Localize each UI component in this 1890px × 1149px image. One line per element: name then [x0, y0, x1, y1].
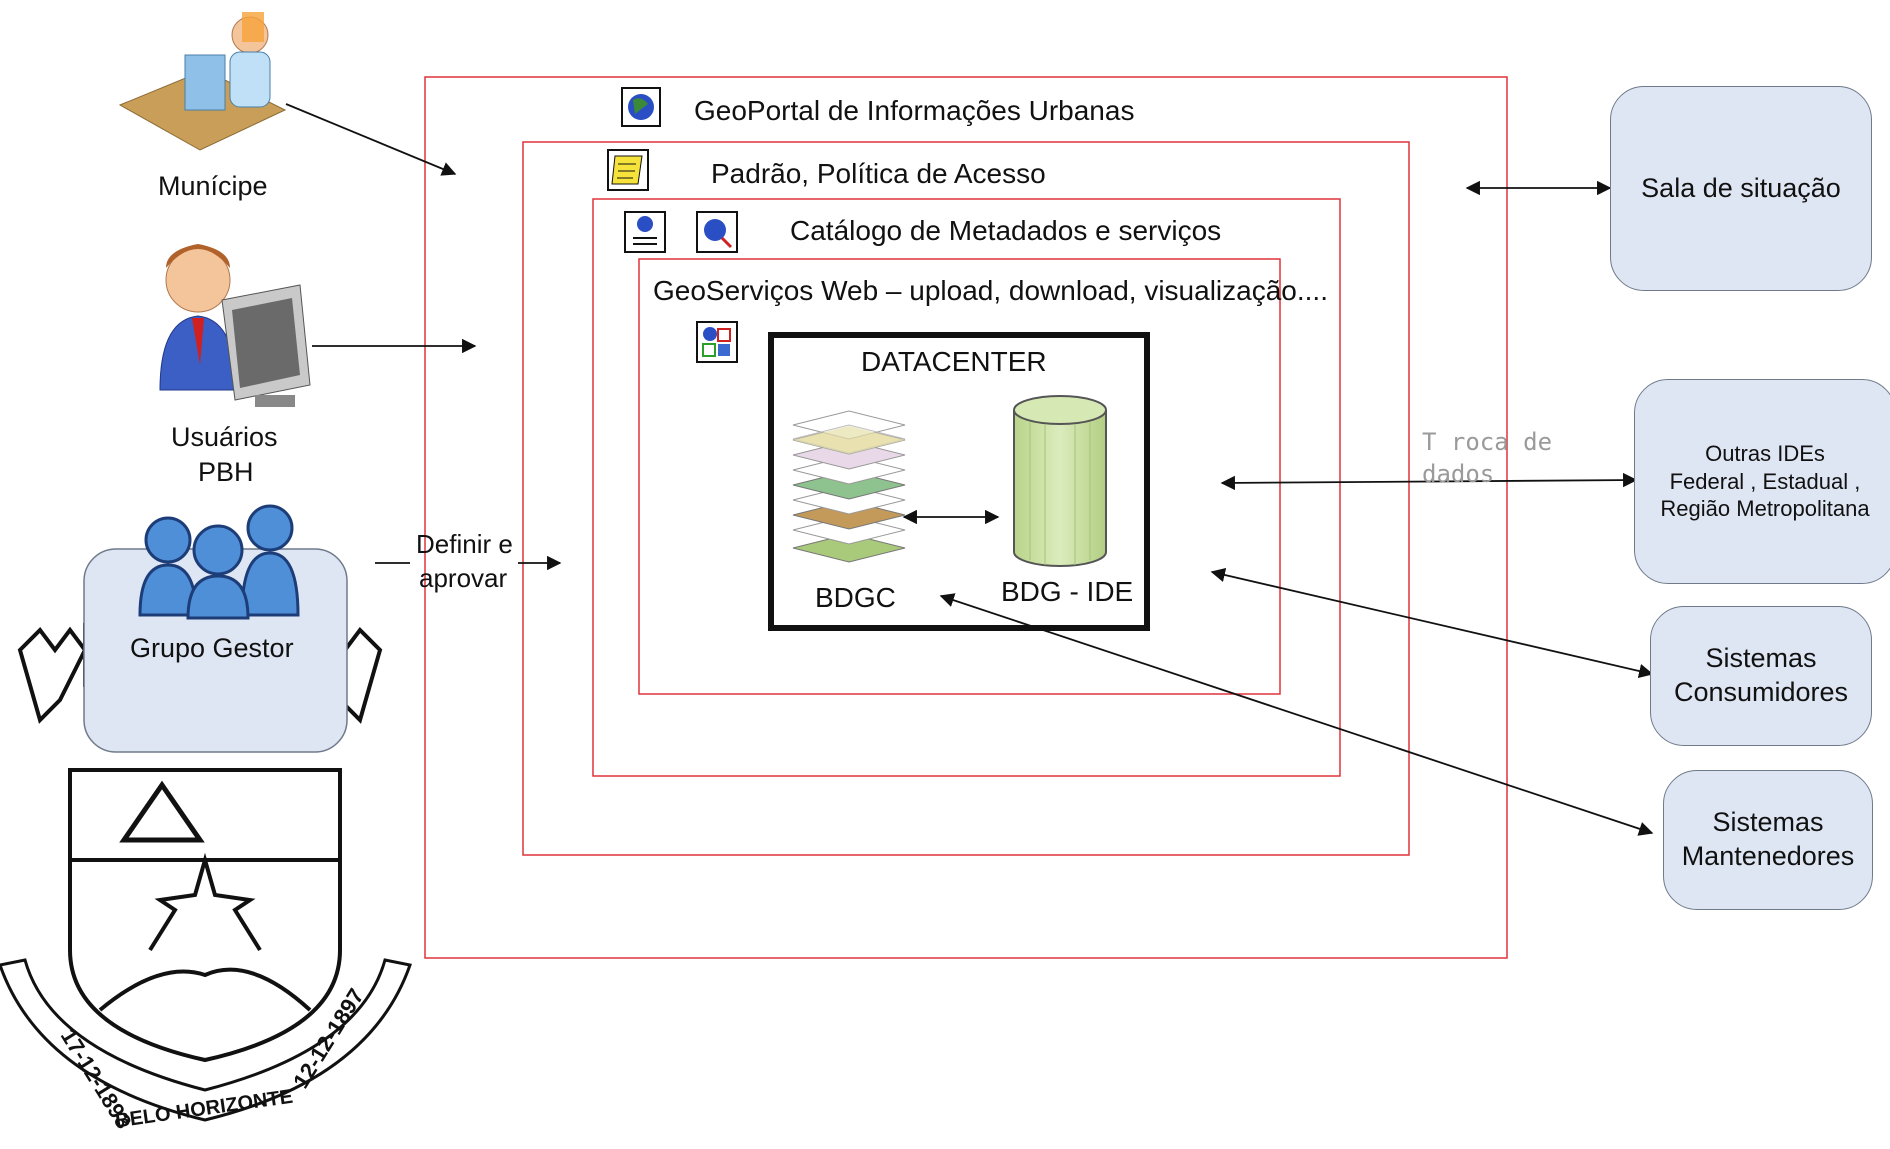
catalogo-title: Catálogo de Metadados e serviços — [790, 215, 1222, 246]
grupo-gestor-label: Grupo Gestor — [130, 633, 294, 663]
geoportal-title: GeoPortal de Informações Urbanas — [694, 95, 1135, 126]
outras-ides-label: Outras IDEs Federal , Estadual , Região … — [1660, 441, 1870, 522]
arrow-municipe — [285, 103, 457, 176]
padrao-frame — [522, 141, 1410, 856]
troca-label-line2: dados — [1422, 460, 1495, 488]
search-globe-icon — [696, 211, 738, 253]
services-icon — [696, 321, 738, 363]
mantenedores-label: Sistemas Mantenedores — [1681, 807, 1855, 871]
database-icon — [1013, 395, 1107, 567]
bdgc-label: BDGC — [815, 582, 896, 613]
troca-label-line1: T roca de — [1422, 428, 1553, 456]
person-computer-icon — [118, 12, 287, 151]
sala-situacao-box: Sala de situação — [1610, 86, 1872, 291]
mantenedores-box: Sistemas Mantenedores — [1663, 770, 1873, 910]
consumidores-box: Sistemas Consumidores — [1650, 606, 1872, 746]
connectors — [285, 103, 1654, 836]
group-icon — [138, 504, 300, 620]
usuarios-label-line2: PBH — [198, 457, 254, 487]
padrao-title: Padrão, Política de Acesso — [711, 158, 1046, 189]
consumidores-label: Sistemas Consumidores — [1673, 643, 1849, 707]
sala-situacao-label: Sala de situação — [1641, 172, 1841, 203]
geoportal-frame — [424, 76, 1508, 959]
bdg-ide-label: BDG - IDE — [1001, 576, 1134, 607]
usuarios-label-line1: Usuários — [171, 422, 278, 452]
arrow-mantenedores — [939, 593, 1654, 836]
metadata-icon — [624, 211, 666, 253]
definir-label-line1: Definir e — [416, 529, 513, 559]
outras-ides-box: Outras IDEs Federal , Estadual , Região … — [1634, 379, 1890, 584]
scroll-icon — [607, 149, 649, 191]
definir-label-line2: aprovar — [419, 563, 508, 593]
arrow-outras-ides — [1220, 472, 1638, 491]
globe-icon — [621, 87, 661, 127]
geoservicos-title: GeoServiços Web – upload, download, visu… — [653, 275, 1328, 306]
arrow-consumidores — [1210, 567, 1654, 679]
datacenter-title: DATACENTER — [861, 346, 1047, 377]
layers-icon — [792, 410, 906, 563]
municipe-label: Munícipe — [158, 171, 268, 201]
businessman-icon — [159, 244, 311, 407]
